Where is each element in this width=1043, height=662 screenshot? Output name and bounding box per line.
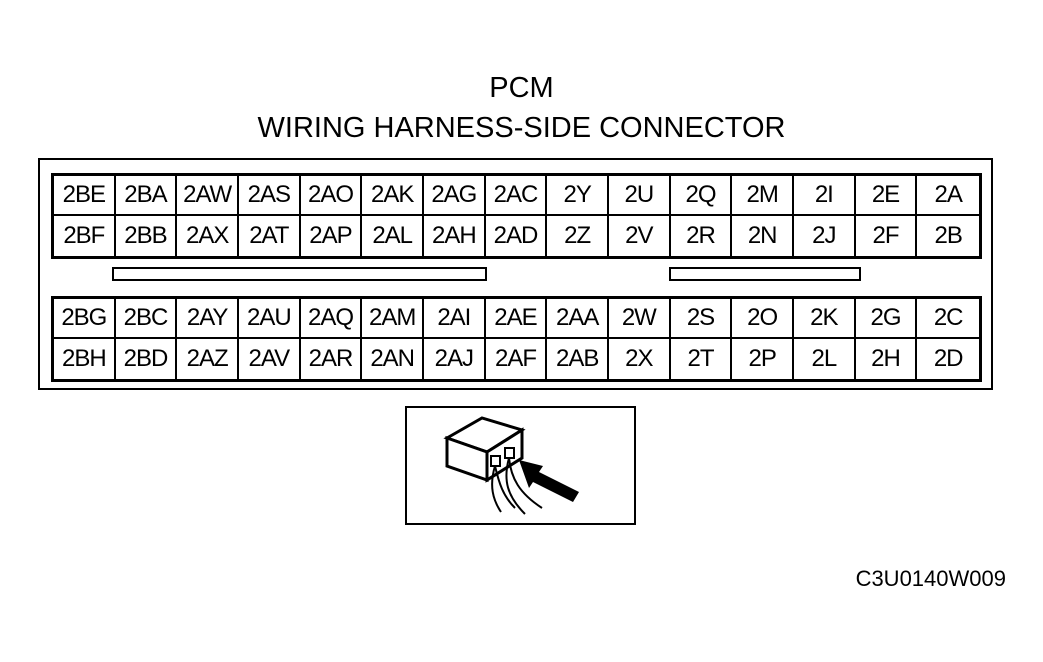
pin-2b: 2B	[934, 222, 962, 249]
pin-2h: 2H	[856, 339, 918, 379]
pin-2ap: 2AP	[301, 216, 363, 256]
pin-2aw: 2AW	[177, 176, 239, 216]
pin-2q: 2Q	[670, 176, 733, 216]
pin-2ba: 2BA	[115, 176, 178, 216]
pin-2d: 2D	[933, 345, 964, 372]
pin-2y: 2Y	[547, 176, 609, 216]
pin-2ar: 2AR	[301, 339, 363, 379]
pin-2bh: 2BH	[54, 339, 116, 379]
pin-2l: 2L	[794, 339, 856, 379]
pin-2f: 2F	[856, 216, 918, 256]
pin-2be: 2BE	[54, 176, 116, 216]
pin-2ai: 2AI	[424, 299, 486, 339]
pin-2t: 2T	[671, 339, 733, 379]
pin-2r: 2R	[671, 216, 733, 256]
pin-2c: 2C	[917, 299, 979, 339]
pin-2aa: 2AA	[547, 299, 609, 339]
pin-2ad: 2AD	[486, 216, 548, 256]
pin-2z: 2Z	[547, 216, 609, 256]
connector-view-thumbnail	[405, 406, 636, 525]
pin-2ay: 2AY	[177, 299, 239, 339]
pin-2k: 2K	[794, 299, 856, 339]
pin-2j: 2J	[794, 216, 856, 256]
pin-2ac: 2AC	[485, 176, 548, 216]
page-title: PCM	[489, 72, 554, 104]
pin-2az: 2AZ	[177, 339, 239, 379]
pin-2al: 2AL	[362, 216, 424, 256]
pin-2aj: 2AJ	[424, 339, 486, 379]
pin-2af: 2AF	[486, 339, 548, 379]
figure-code: C3U0140W009	[855, 566, 1006, 591]
pin-2u: 2U	[609, 176, 671, 216]
pin-2s: 2S	[670, 299, 733, 339]
pin-2av: 2AV	[239, 339, 301, 379]
pin-2ah: 2AH	[424, 216, 486, 256]
connector-probe-icon	[443, 416, 579, 515]
pin-2w: 2W	[609, 299, 671, 339]
pin-2a: 2A	[917, 176, 979, 216]
pin-2bb: 2BB	[116, 216, 178, 256]
pin-2bd: 2BD	[116, 339, 178, 379]
connector-subtitle: WIRING HARNESS-SIDE CONNECTOR	[257, 112, 786, 144]
pin-2ax: 2AX	[177, 216, 239, 256]
pin-2e: 2E	[855, 176, 918, 216]
pin-2bf: 2BF	[54, 216, 116, 256]
pin-2i: 2I	[794, 176, 856, 216]
pin-2g: 2G	[855, 299, 918, 339]
pin-2ao: 2AO	[300, 176, 363, 216]
pin-2ab: 2AB	[547, 339, 609, 379]
pin-2p: 2P	[732, 339, 794, 379]
pin-2v: 2V	[609, 216, 671, 256]
pin-2ak: 2AK	[362, 176, 424, 216]
pin-2x: 2X	[609, 339, 671, 379]
pin-2au: 2AU	[239, 299, 301, 339]
pin-2am: 2AM	[362, 299, 424, 339]
pin-2ag: 2AG	[424, 176, 486, 216]
pin-2an: 2AN	[362, 339, 424, 379]
pin-2bc: 2BC	[115, 299, 178, 339]
pin-2o: 2O	[732, 299, 794, 339]
pin-2n: 2N	[732, 216, 794, 256]
pin-2as: 2AS	[239, 176, 301, 216]
pin-2ae: 2AE	[485, 299, 548, 339]
pin-2m: 2M	[732, 176, 794, 216]
pin-2at: 2AT	[239, 216, 301, 256]
locking-slot-left	[112, 267, 487, 281]
pin-2bg: 2BG	[54, 299, 116, 339]
pin-2aq: 2AQ	[300, 299, 363, 339]
locking-slot-right	[669, 267, 861, 281]
